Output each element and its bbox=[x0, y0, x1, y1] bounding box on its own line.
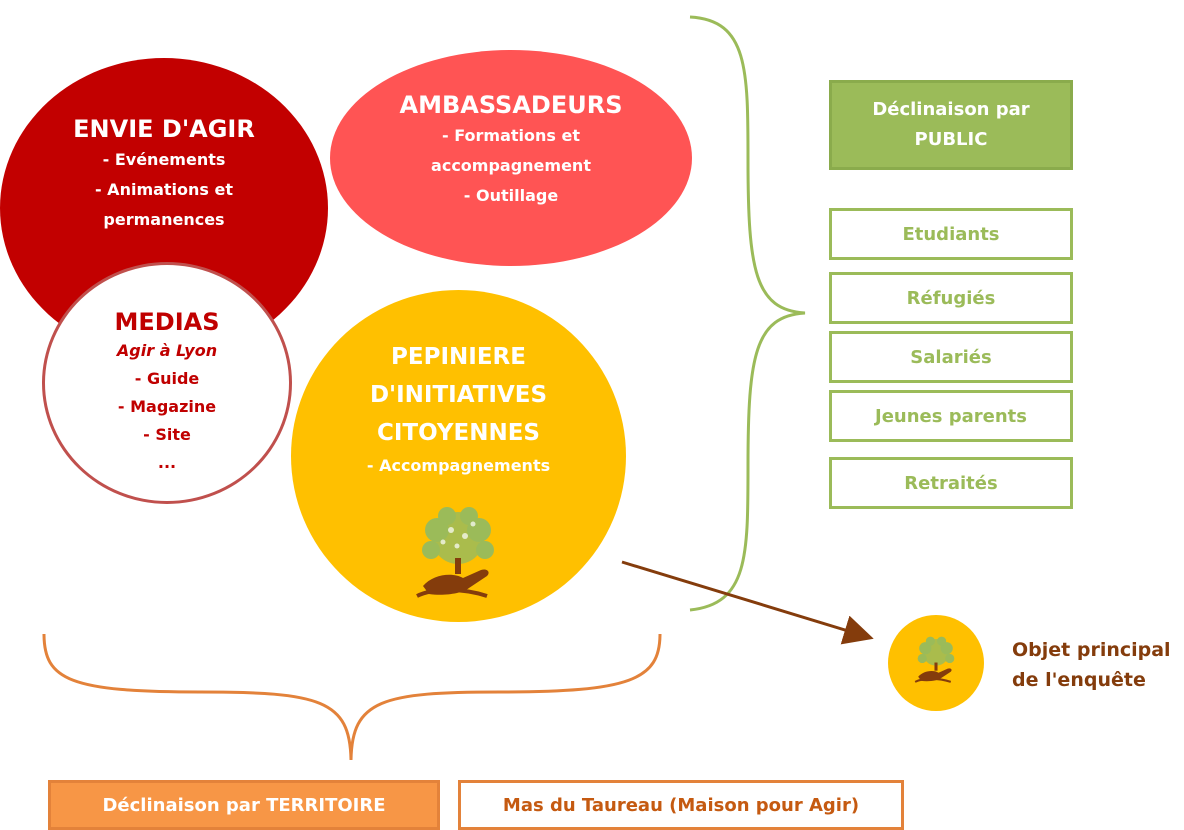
tree-hand-icon bbox=[914, 636, 955, 683]
circle-envie-dagir: ENVIE D'AGIR - Evénements - Animations e… bbox=[0, 58, 328, 358]
objet-principal-circle bbox=[888, 615, 984, 711]
territoire-box: Déclinaison par TERRITOIRE bbox=[48, 780, 440, 830]
public-item-refugies: Réfugiés bbox=[829, 272, 1073, 324]
envie-title: ENVIE D'AGIR bbox=[73, 115, 255, 143]
territory-brace bbox=[42, 633, 662, 761]
public-item-jeunes-parents: Jeunes parents bbox=[829, 390, 1073, 442]
public-header-line: PUBLIC bbox=[914, 129, 988, 150]
circle-medias: MEDIAS Agir à Lyon - Guide - Magazine - … bbox=[42, 262, 292, 504]
ambassadeurs-line: - Outillage bbox=[463, 186, 559, 205]
pepiniere-title-line: D'INITIATIVES bbox=[369, 382, 548, 408]
medias-line: - Guide bbox=[134, 369, 200, 388]
pepiniere-line: - Accompagnements bbox=[366, 456, 551, 475]
objet-principal-label: Objet principal de l'enquête bbox=[1012, 635, 1184, 695]
medias-subtitle: Agir à Lyon bbox=[116, 341, 218, 360]
ambassadeurs-title: AMBASSADEURS bbox=[399, 91, 623, 119]
medias-line: - Site bbox=[143, 425, 191, 444]
public-item-etudiants: Etudiants bbox=[829, 208, 1073, 260]
envie-line: - Animations et bbox=[94, 180, 234, 199]
pepiniere-title-line: PEPINIERE bbox=[391, 344, 526, 370]
objet-label-line: Objet principal bbox=[1012, 639, 1171, 661]
envie-line: permanences bbox=[103, 210, 225, 229]
envie-line: - Evénements bbox=[102, 150, 226, 169]
arrow-to-objet bbox=[621, 560, 874, 645]
circle-ambassadeurs: AMBASSADEURS - Formations et accompagnem… bbox=[330, 50, 692, 266]
mas-du-taureau-box: Mas du Taureau (Maison pour Agir) bbox=[458, 780, 904, 830]
circle-pepiniere: PEPINIERE D'INITIATIVES CITOYENNES - Acc… bbox=[291, 290, 626, 622]
medias-line: ... bbox=[157, 453, 177, 472]
public-item-retraites: Retraités bbox=[829, 457, 1073, 509]
medias-line: - Magazine bbox=[117, 397, 217, 416]
public-item-salaries: Salariés bbox=[829, 331, 1073, 383]
public-brace bbox=[689, 15, 806, 612]
tree-hand-icon bbox=[416, 507, 494, 598]
public-header-line: Déclinaison par bbox=[872, 99, 1030, 120]
ambassadeurs-line: - Formations et bbox=[442, 126, 580, 145]
medias-title: MEDIAS bbox=[114, 308, 220, 336]
ambassadeurs-line: accompagnement bbox=[431, 156, 591, 175]
objet-label-line: de l'enquête bbox=[1012, 669, 1146, 691]
public-header: Déclinaison par PUBLIC bbox=[829, 80, 1073, 170]
pepiniere-title-line: CITOYENNES bbox=[377, 420, 540, 446]
